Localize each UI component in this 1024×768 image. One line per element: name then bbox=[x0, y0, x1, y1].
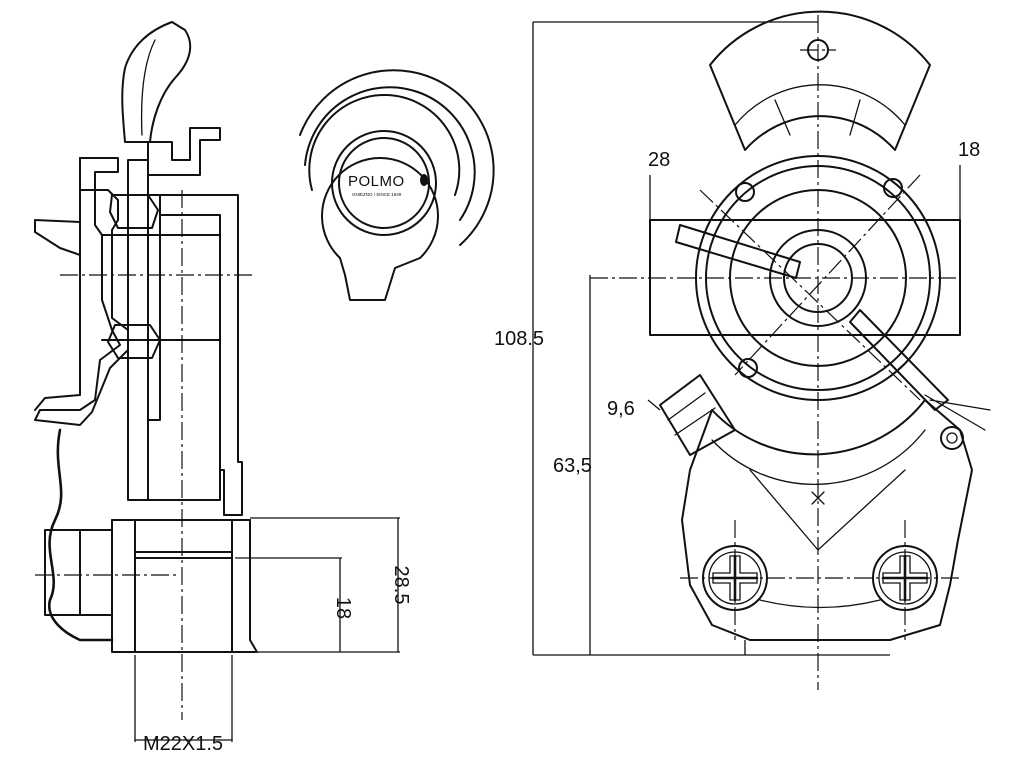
dim-9-6-lines bbox=[647, 399, 661, 411]
ring-hole-left bbox=[735, 182, 755, 202]
dim-18-lines bbox=[235, 557, 342, 652]
hose-stub bbox=[659, 374, 736, 456]
dim-63-5-label: 63,5 bbox=[553, 455, 592, 477]
right-arm bbox=[849, 309, 949, 411]
logo-bean-icon bbox=[420, 174, 428, 186]
dim-108-5-lines bbox=[532, 21, 890, 656]
spring-wire bbox=[47, 428, 114, 642]
housing-right-wall bbox=[159, 194, 243, 516]
center-mark bbox=[811, 491, 825, 505]
left-arm bbox=[34, 219, 81, 256]
pivot-pin bbox=[940, 426, 964, 450]
logo-arc-middle bbox=[304, 86, 476, 221]
dim-28-5-label: 28.5 bbox=[390, 566, 412, 605]
logo-cap: POLMO GNIEZNO / SINCE 1949 bbox=[299, 69, 495, 301]
lower-seal bbox=[107, 324, 161, 359]
logo-brand: POLMO bbox=[348, 173, 405, 190]
lever-section bbox=[121, 21, 192, 143]
upper-seal bbox=[109, 194, 159, 229]
logo-ring-inner bbox=[338, 137, 430, 229]
dim-thread-lines bbox=[134, 655, 233, 742]
logo-cap-body bbox=[321, 157, 439, 301]
dim-9-6-label: 9,6 bbox=[607, 398, 635, 420]
dim-28-right-label: 28 bbox=[648, 149, 670, 171]
dim-108-5-label: 108.5 bbox=[494, 328, 544, 350]
lever-stem bbox=[147, 127, 221, 176]
seal-ring bbox=[34, 157, 129, 426]
bore-wall bbox=[127, 159, 149, 501]
logo-arc-inner bbox=[308, 94, 461, 196]
dim-thread-label: M22X1.5 bbox=[143, 733, 223, 755]
logo-tagline: GNIEZNO / SINCE 1949 bbox=[352, 192, 402, 197]
logo-ring-outer bbox=[331, 130, 437, 236]
spring-lever bbox=[675, 224, 801, 279]
lower-fitting-right bbox=[231, 519, 258, 653]
top-handle bbox=[709, 10, 931, 151]
dim-18-right-label: 18 bbox=[958, 139, 980, 161]
section-view: 28.5 18 M22X1.5 bbox=[34, 21, 412, 755]
ring-hole-bottom-left bbox=[738, 358, 758, 378]
logo-arc-outer bbox=[299, 69, 495, 246]
ring-hole-right bbox=[883, 178, 903, 198]
coupling-body bbox=[681, 399, 973, 641]
dim-28-5-lines bbox=[250, 517, 400, 653]
dim-18-label: 18 bbox=[332, 597, 354, 619]
lower-fitting-left bbox=[111, 519, 136, 653]
front-view: 108.5 63,5 28 18 9,6 bbox=[494, 10, 991, 690]
